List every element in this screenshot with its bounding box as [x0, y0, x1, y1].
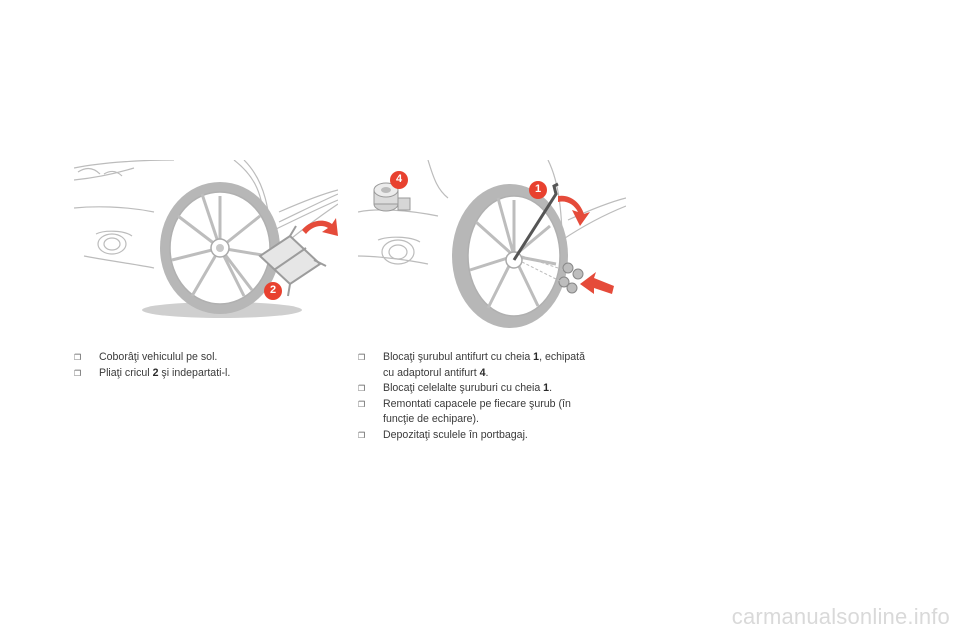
illustration-tighten-bolts: 4 1	[358, 160, 626, 332]
instruction-text: Blocaţi şurubul antifurt cu cheia	[383, 351, 534, 363]
fold-direction-arrow	[302, 218, 338, 236]
instruction-text: , echipată	[539, 351, 586, 363]
instruction-item: ❒ Pliaţi cricul 2 şi indepartati-l.	[74, 366, 344, 382]
instruction-reference-number: 2	[152, 366, 159, 379]
wheel	[160, 182, 280, 314]
instruction-text: funcţie de echipare).	[383, 413, 479, 425]
instruction-item: cu adaptorul antifurt 4.	[358, 366, 638, 382]
jack	[258, 225, 327, 297]
instruction-text: Remontati capacele pe fiecare şurub (în	[383, 397, 571, 410]
bolts	[558, 262, 584, 294]
instructions-tighten-bolts: ❒Blocaţi şurubul antifurt cu cheia 1, ec…	[358, 350, 638, 443]
callout-jack-label: 2	[269, 284, 277, 296]
callout-adapter-label: 4	[395, 173, 403, 185]
insert-bolts-arrow	[580, 272, 614, 294]
instruction-item: ❒ Blocaţi celelalte şuruburi cu cheia 1.	[358, 381, 638, 397]
instruction-text: .	[549, 382, 553, 394]
instruction-reference-number: 4	[479, 366, 486, 379]
instruction-item: ❒ Remontati capacele pe fiecare şurub (în	[358, 397, 638, 413]
callout-adapter	[390, 171, 408, 189]
instruction-text: Pliaţi cricul	[99, 366, 153, 379]
illustration-lower-vehicle: 2	[74, 160, 338, 318]
tighten-bolts-drawing	[358, 160, 626, 328]
bullet-icon: ❒	[358, 430, 366, 440]
callout-jack	[264, 282, 282, 300]
watermark: carmanualsonline.info	[731, 604, 950, 629]
instruction-item: funcţie de echipare).	[358, 412, 638, 428]
bullet-icon: ❒	[74, 353, 82, 362]
bullet-icon: ❒	[358, 353, 366, 362]
instruction-text: .	[485, 366, 489, 379]
instruction-reference-number: 1	[543, 382, 550, 394]
bullet-icon: ❒	[358, 399, 366, 409]
instruction-reference-number: 1	[533, 351, 540, 363]
callout-wrench	[529, 181, 547, 199]
instructions-lower-vehicle: ❒ Coborâţi vehiculul pe sol. ❒ Pliaţi cricu…	[74, 350, 344, 381]
instruction-text: Coborâţi vehiculul pe sol.	[99, 351, 218, 363]
instruction-item: ❒ Depozitaţi sculele în portbagaj.	[358, 428, 638, 444]
instruction-text: şi indepartati-l.	[158, 366, 231, 379]
instruction-item: ❒ Coborâţi vehiculul pe sol.	[74, 350, 344, 366]
antitheft-adapter	[373, 182, 411, 212]
instruction-item: ❒ Blocaţi şurubul antifurt cu cheia 1, ec…	[358, 350, 638, 366]
wheel	[452, 184, 568, 328]
instruction-text: Blocaţi celelalte şuruburi cu cheia	[383, 382, 544, 394]
lower-vehicle-drawing	[74, 160, 338, 318]
bullet-icon: ❒	[358, 384, 366, 393]
callout-wrench-label: 1	[534, 183, 542, 195]
instruction-text: cu adaptorul antifurt	[383, 366, 480, 379]
instruction-text: Depozitaţi sculele în portbagaj.	[383, 428, 528, 441]
tighten-direction-arrow	[558, 195, 590, 226]
wheel-wrench	[512, 182, 559, 261]
bullet-icon: ❒	[74, 368, 82, 378]
